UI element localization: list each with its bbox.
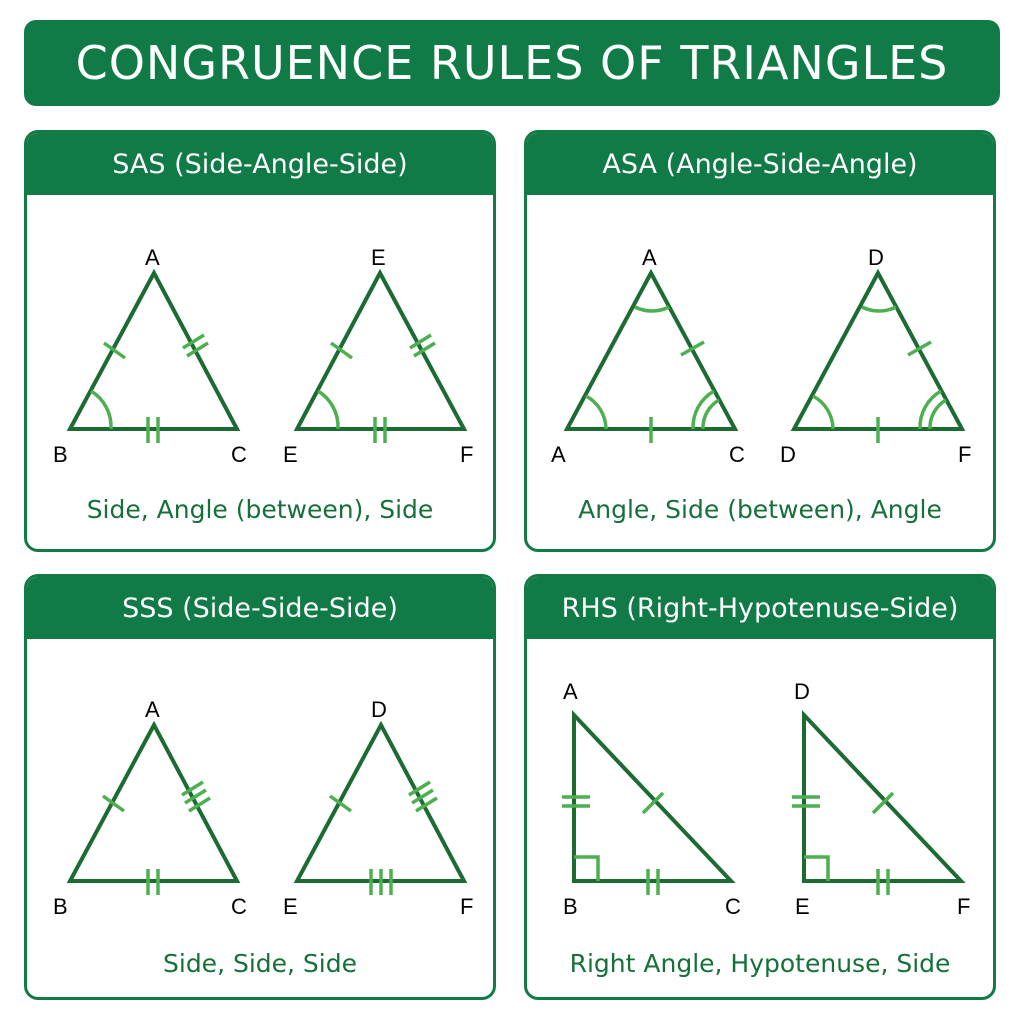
vertex-label: E [371,245,386,270]
title-banner: CONGRUENCE RULES OF TRIANGLES [24,20,1000,106]
page-title: CONGRUENCE RULES OF TRIANGLES [75,36,949,90]
vertex-label: D [371,697,387,722]
vertex-label: B [563,894,578,919]
panel-rhs: RHS (Right-Hypotenuse-Side) A B C D E F … [524,574,996,1000]
panel-sas: SAS (Side-Angle-Side) A B C E E F Side, … [24,130,496,552]
panel-title: ASA (Angle-Side-Angle) [602,148,918,180]
panel-header: SSS (Side-Side-Side) [27,577,493,639]
panel-sss: SSS (Side-Side-Side) A B C D E F Side, S… [24,574,496,1000]
vertex-label: E [795,894,810,919]
panel-title: SAS (Side-Angle-Side) [112,148,408,180]
vertex-label: D [780,442,796,467]
asa-diagram: A A C D D F [551,245,971,467]
panel-caption: Side, Side, Side [163,949,357,978]
vertex-label: F [958,442,971,467]
vertex-label: F [460,442,473,467]
panel-caption: Side, Angle (between), Side [86,495,434,524]
triangle-abc [66,268,241,431]
panel-caption: Right Angle, Hypotenuse, Side [569,949,951,978]
vertex-label: A [642,245,657,270]
vertex-label: B [53,442,68,467]
vertex-label: E [283,442,298,467]
panel-caption: Angle, Side (between), Angle [578,495,942,524]
triangle-def [293,268,468,431]
vertex-label: A [145,245,160,270]
vertex-label: C [725,894,741,919]
panel-asa: ASA (Angle-Side-Angle) A A C D D F Angle… [524,130,996,552]
panel-header: SAS (Side-Angle-Side) [27,133,493,195]
sss-diagram: A B C D E F [53,697,473,919]
vertex-label: A [145,697,160,722]
vertex-label: C [231,442,247,467]
sas-diagram: A B C E E F [53,245,473,467]
rhs-diagram: A B C D E F [562,679,970,919]
panel-header: ASA (Angle-Side-Angle) [527,133,993,195]
vertex-label: B [53,894,68,919]
vertex-label: C [231,894,247,919]
vertex-label: F [460,894,473,919]
vertex-label: C [729,442,745,467]
panel-title: RHS (Right-Hypotenuse-Side) [561,592,959,624]
vertex-label: A [551,442,566,467]
vertex-label: A [563,679,578,704]
panel-header: RHS (Right-Hypotenuse-Side) [527,577,993,639]
vertex-label: F [957,894,970,919]
vertex-label: D [868,245,884,270]
vertex-label: E [283,894,298,919]
vertex-label: D [794,679,810,704]
panel-title: SSS (Side-Side-Side) [122,592,398,624]
